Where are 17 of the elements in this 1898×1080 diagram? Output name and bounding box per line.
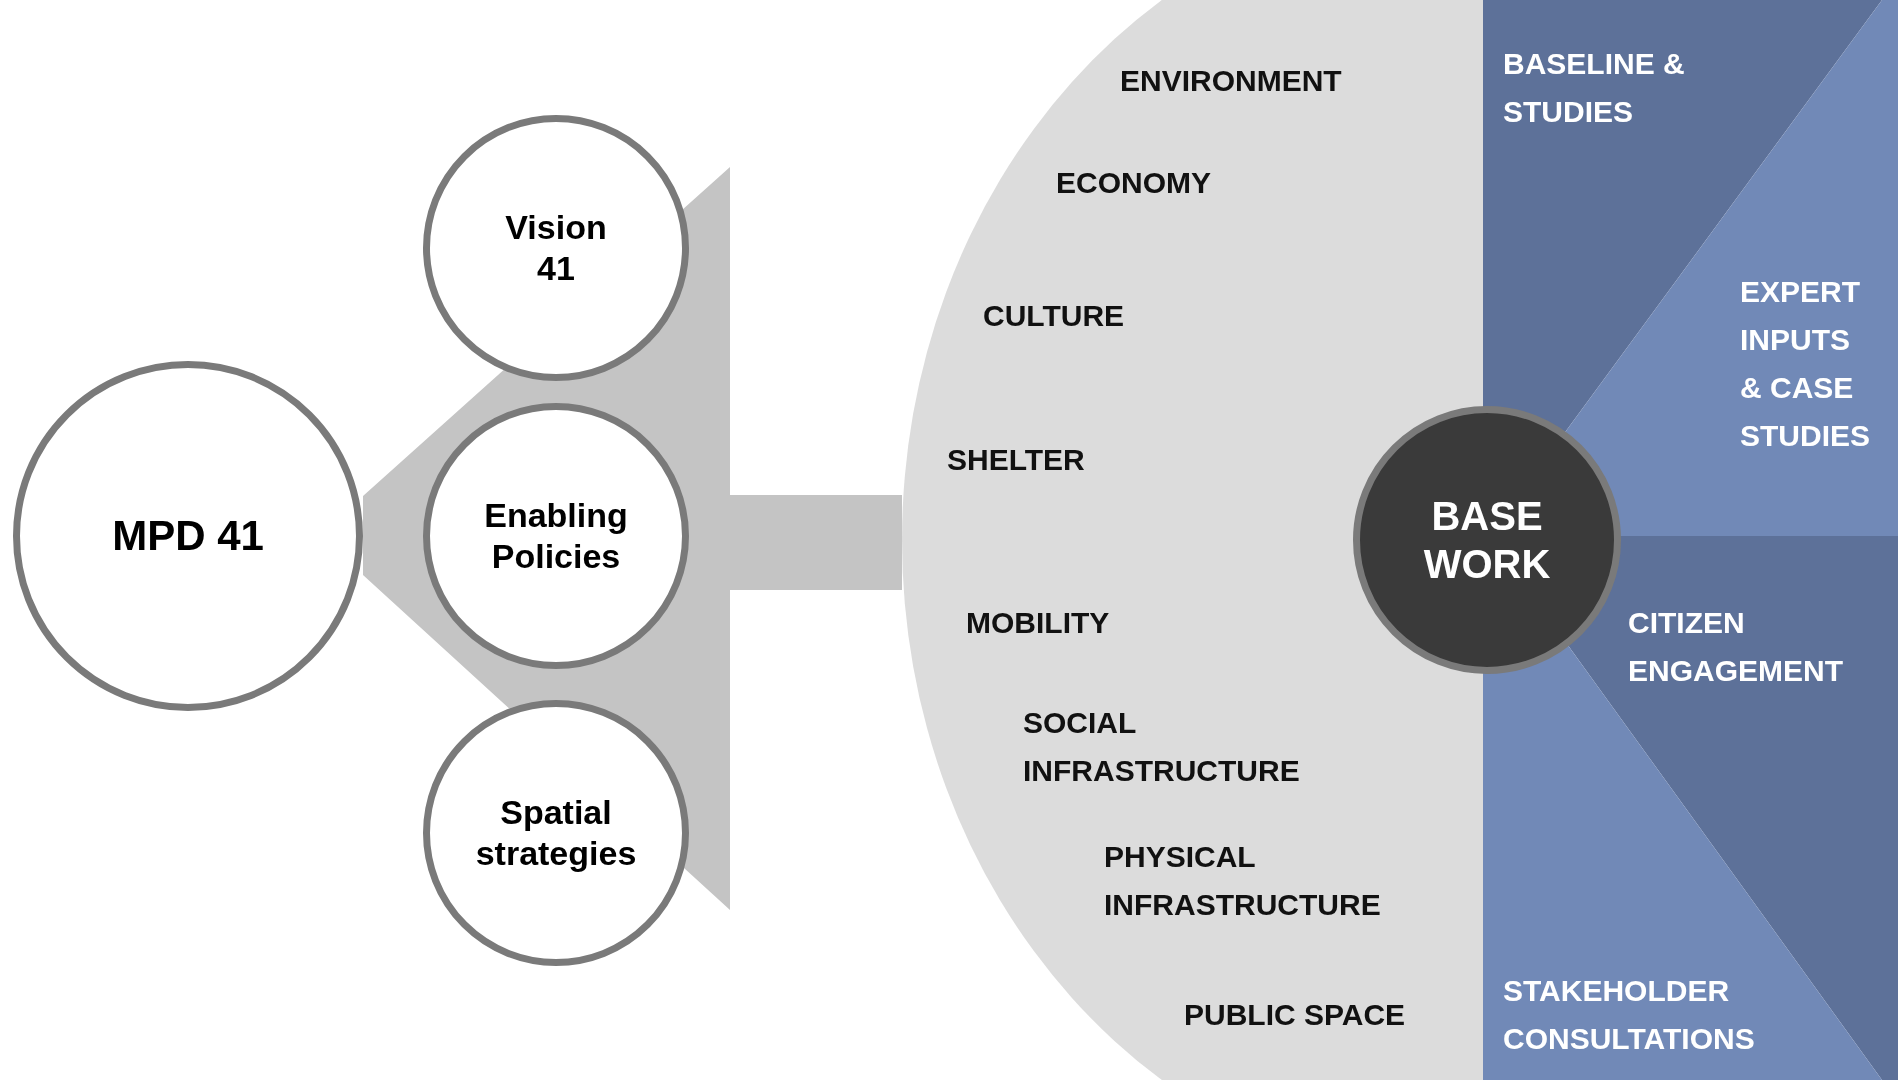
topic-label: SHELTER [947, 442, 1085, 478]
topic-label: MOBILITY [966, 605, 1110, 641]
topic-label: ENVIRONMENT [1120, 63, 1342, 99]
panel-label: EXPERT INPUTS & CASE STUDIES [1740, 274, 1868, 454]
panel-label: BASELINE & STUDIES [1503, 46, 1686, 130]
node-label: MPD 41 [112, 510, 264, 561]
topic-label: SOCIAL INFRASTRUCTURE [1023, 705, 1301, 789]
node-label: Vision 41 [504, 207, 608, 289]
topic-label: PHYSICAL INFRASTRUCTURE [1104, 839, 1382, 923]
topic-label: PUBLIC SPACE [1184, 997, 1406, 1033]
node-label: Spatial strategies [474, 792, 638, 874]
node-label: BASE WORK [1422, 493, 1552, 588]
topic-label: CULTURE [983, 298, 1125, 334]
panel-label: STAKEHOLDER CONSULTATIONS [1503, 973, 1756, 1057]
node-label: Enabling Policies [483, 495, 629, 577]
panel-label: CITIZEN ENGAGEMENT [1628, 605, 1844, 689]
topic-label: ECONOMY [1056, 165, 1211, 201]
